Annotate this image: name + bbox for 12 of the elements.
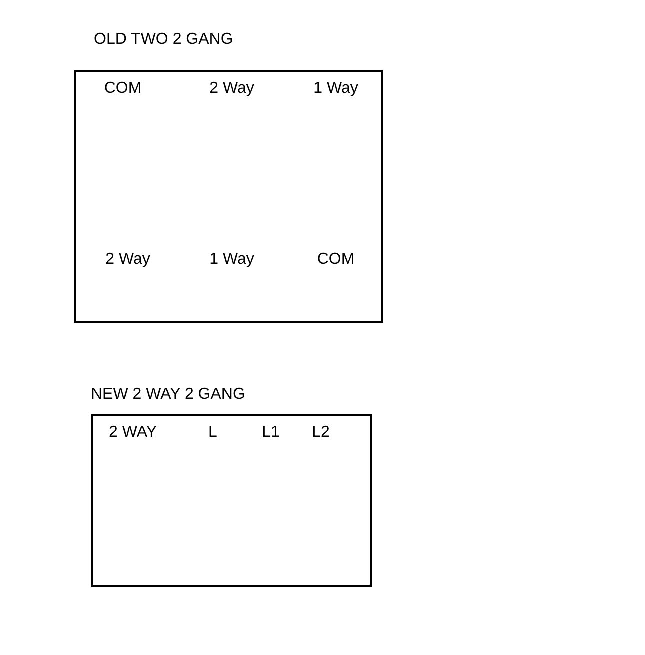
terminal-label: 2 Way	[210, 79, 254, 99]
terminal-label: L	[208, 423, 218, 443]
terminal-label: 1 Way	[314, 79, 358, 99]
heading: NEW 2 WAY 2 GANG	[91, 385, 246, 405]
terminal-label: L2	[312, 423, 330, 443]
terminal-label: COM	[104, 79, 142, 99]
terminal-label: 2 WAY	[109, 423, 157, 443]
terminal-label: L1	[262, 423, 280, 443]
terminal-label: 2 Way	[106, 250, 150, 270]
terminal-label: 1 Way	[210, 250, 254, 270]
heading: OLD TWO 2 GANG	[94, 30, 234, 50]
terminal-label: COM	[317, 250, 355, 270]
